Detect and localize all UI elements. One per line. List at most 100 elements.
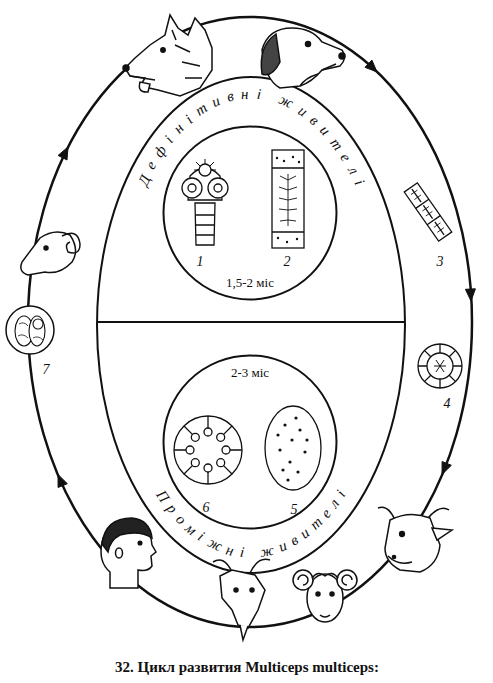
heading-letter: т (327, 135, 346, 153)
oncosphere (427, 353, 453, 379)
wolf-head (123, 15, 212, 96)
arrowhead (58, 147, 68, 160)
proglottid-chain (404, 183, 452, 241)
callout-number: 6 (203, 500, 210, 515)
goat-outline (220, 570, 265, 628)
protoscolex (204, 428, 212, 436)
egg-striation (418, 344, 462, 388)
sucker (208, 178, 228, 198)
coenurus-wall (174, 416, 242, 484)
branched-uterus (279, 174, 297, 226)
host-group-heading: Проміжні живителі (149, 480, 355, 567)
sheep-horn (293, 570, 313, 590)
heading-letter: е (337, 151, 353, 165)
heading-letter: н (171, 121, 187, 137)
rostellum-hooks (194, 159, 216, 170)
duration-text: 2-3 міс (231, 366, 269, 380)
cow-eye (400, 532, 405, 537)
brain-hemisphere (29, 316, 45, 346)
coenurus-section (174, 416, 242, 484)
scolex-dot (286, 478, 289, 481)
sheep-mouth (320, 615, 330, 617)
protoscolex-stalks (174, 416, 242, 484)
cow-outline (385, 514, 440, 572)
protoscolex (217, 433, 225, 441)
host-divider (97, 321, 405, 323)
heading-letter: і (162, 133, 176, 146)
sheep-head (293, 570, 357, 622)
heading-letter: т (192, 101, 209, 119)
protoscolex (222, 446, 230, 454)
callout-number: 2 (284, 254, 291, 269)
circle-outline (162, 354, 338, 530)
heading-letter: и (276, 538, 289, 555)
sheep-eye (44, 246, 48, 250)
egg-dot (276, 157, 278, 159)
scolex-dot (276, 433, 279, 436)
stage-circle: 2-3 міс (162, 354, 338, 530)
callout-number: 7 (43, 362, 50, 377)
scolex-dot (303, 450, 306, 453)
heading-letter: і (256, 87, 262, 102)
sheep-horn (62, 233, 80, 253)
host-group-heading: Дефінітивні живителі (130, 80, 373, 196)
arrowhead (58, 475, 67, 488)
heading-letter: в (225, 89, 235, 105)
scolex-dot (294, 416, 297, 419)
sucker (182, 178, 202, 198)
heading-letter: і (239, 545, 245, 560)
heading-letter (267, 89, 274, 104)
human-head (101, 518, 156, 588)
cyst-wall (265, 406, 321, 490)
protoscolex (204, 464, 212, 472)
heading-letter: і (334, 488, 349, 500)
heading-letter (250, 545, 254, 560)
heading-letter: ж (277, 92, 296, 111)
egg-dot (296, 238, 298, 240)
cyst-scolices (276, 416, 308, 481)
heading-letter: П (154, 488, 172, 505)
heading-letter: р (164, 501, 180, 516)
sucker-inner (214, 184, 222, 192)
sheep-eye (316, 592, 320, 596)
scolex-dot (288, 460, 291, 463)
dog-nose (339, 53, 345, 59)
sheep-outline (21, 232, 76, 275)
goat-eye (234, 588, 238, 592)
heading-letter: н (225, 542, 236, 558)
heading-letter: и (295, 103, 310, 120)
sucker-inner (188, 184, 196, 192)
stage-circle-border (164, 356, 337, 529)
cow-head (378, 507, 452, 572)
circle-outline (162, 125, 338, 301)
neck-segments (196, 215, 214, 235)
heading-letter: л (345, 164, 361, 177)
wolf-outline (125, 15, 212, 96)
infected-sheep (6, 232, 80, 354)
goat-beard (240, 625, 248, 640)
wolf-tongue (139, 82, 150, 92)
wolf-fur (130, 30, 202, 80)
mature-segment (272, 150, 304, 248)
strobila-piece (272, 150, 304, 248)
goat-eye (250, 588, 254, 592)
callout-number: 5 (291, 502, 298, 517)
dog-eye (306, 42, 311, 47)
egg-shell (418, 344, 462, 388)
callout-number: 1 (197, 254, 204, 269)
protoscolex (191, 459, 199, 467)
outer-oval (28, 17, 472, 627)
scolex-dot (278, 448, 281, 451)
dog-head (261, 28, 345, 88)
proglottid-uterus (411, 190, 444, 232)
callout-number: 3 (437, 254, 444, 269)
scolex (182, 159, 228, 245)
scolex-dot (283, 423, 286, 426)
egg-oncosphere (418, 344, 462, 388)
heading-letter: ж (205, 535, 224, 555)
sheep-eye (330, 592, 334, 596)
rostellum (199, 164, 211, 176)
arrowhead (365, 60, 377, 72)
